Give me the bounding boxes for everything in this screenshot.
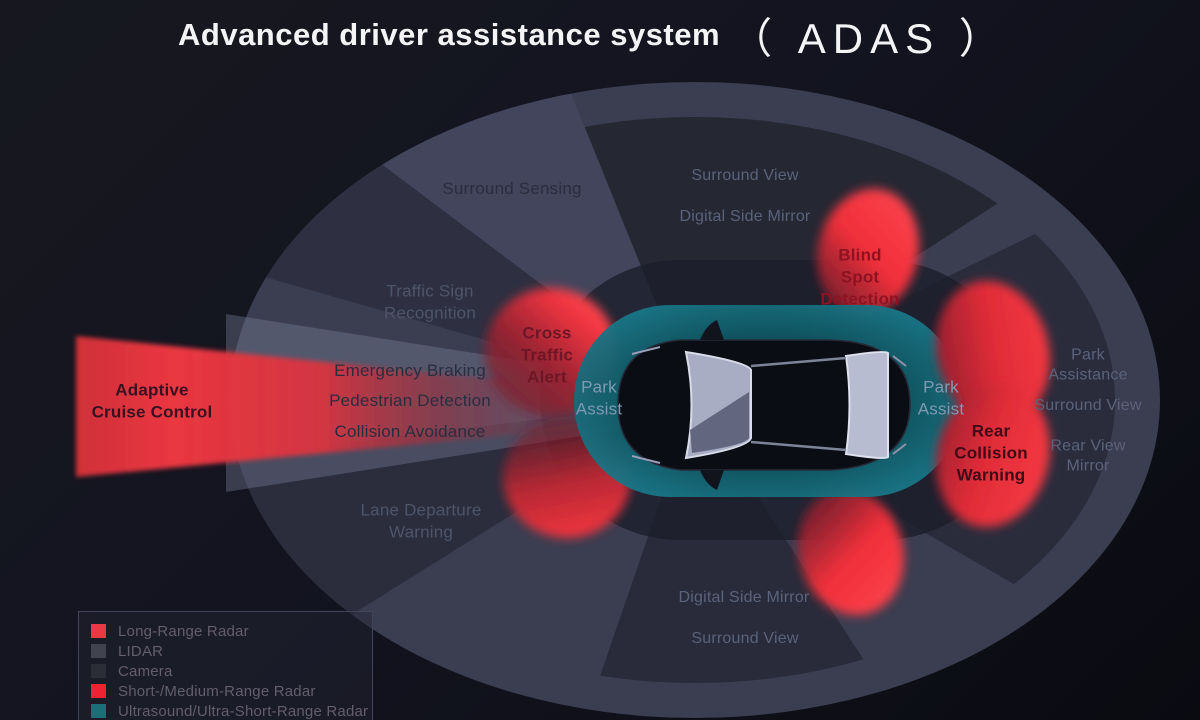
label-digital-side-mirror-top: Digital Side Mirror <box>679 207 811 225</box>
legend-label: Short-/Medium-Range Radar <box>118 682 316 700</box>
legend-item-long-range-radar: Long-Range Radar <box>91 621 372 641</box>
label-park-assist-left: Park Assist <box>575 377 623 418</box>
legend-item-camera: Camera <box>91 661 372 681</box>
label-collision-avoidance: Collision Avoidance <box>334 422 486 442</box>
car-mirror-bottom <box>700 470 724 490</box>
label-surround-view-top: Surround View <box>691 166 799 184</box>
label-adaptive-cruise-control: Adaptive Cruise Control <box>91 380 213 421</box>
long-range-radar-beam <box>76 336 620 477</box>
legend-panel: Long-Range Radar LIDAR Camera Short-/Med… <box>78 611 373 720</box>
ultrasound-swatch <box>91 704 106 718</box>
page-title: Advanced driver assistance system （ ADAS… <box>178 4 1008 65</box>
legend-label: LIDAR <box>118 642 164 660</box>
label-lane-departure-warning: Lane Departure Warning <box>360 500 482 541</box>
label-pedestrian-detection: Pedestrian Detection <box>329 391 491 411</box>
title-acronym: （ ADAS ） <box>730 15 1008 62</box>
label-emergency-braking: Emergency Braking <box>334 361 486 381</box>
label-park-assistance: Park Assistance <box>1048 346 1128 384</box>
label-rear-view-mirror: Rear View Mirror <box>1050 437 1126 475</box>
car-headlight-bottom <box>631 455 661 464</box>
label-rear-collision-warning: Rear Collision Warning <box>954 421 1028 484</box>
title-text: Advanced driver assistance system <box>178 16 721 52</box>
blind-spot-zone-bottom <box>797 488 905 616</box>
car-side-line-bottom <box>750 440 847 452</box>
car-taillight-bottom <box>892 443 907 455</box>
wedge-right-park-assistance <box>695 117 1115 683</box>
label-cross-traffic-alert: Cross Traffic Alert <box>520 323 574 386</box>
rear-collision-zone-upper <box>935 280 1051 424</box>
short-medium-range-radar-swatch <box>91 684 106 698</box>
blind-spot-zone-top <box>817 188 919 316</box>
car-headlight-top <box>631 346 661 355</box>
label-digital-side-mirror-bottom: Digital Side Mirror <box>678 588 810 606</box>
label-park-assist-right: Park Assist <box>917 377 965 418</box>
lidar-swatch <box>91 644 106 658</box>
legend-item-ultrasound: Ultrasound/Ultra-Short-Range Radar <box>91 701 372 720</box>
car-windshield-shade <box>690 392 749 453</box>
car-top-view <box>617 320 911 490</box>
legend-label: Long-Range Radar <box>118 622 249 640</box>
legend-label: Camera <box>118 662 173 680</box>
wedge-surround-sensing-light <box>230 82 695 400</box>
car-rear-window <box>844 351 889 459</box>
rear-collision-zone-lower <box>935 384 1051 528</box>
legend-label: Ultrasound/Ultra-Short-Range Radar <box>118 702 369 720</box>
label-surround-view-bottom: Surround View <box>691 629 799 647</box>
label-blind-spot-detection: Blind Spot Detection <box>820 245 900 308</box>
legend-item-lidar: LIDAR <box>91 641 372 661</box>
car-side-line-top <box>750 356 847 368</box>
label-surround-sensing: Surround Sensing <box>442 179 582 199</box>
wedge-top-surround-view <box>395 117 1115 400</box>
label-surround-view-right: Surround View <box>1034 396 1142 414</box>
car-taillight-top <box>892 355 907 367</box>
car-mirror-top <box>700 320 724 340</box>
long-range-radar-swatch <box>91 624 106 638</box>
legend-item-short-medium-range-radar: Short-/Medium-Range Radar <box>91 681 372 701</box>
label-traffic-sign-recognition: Traffic Sign Recognition <box>384 281 476 322</box>
camera-swatch <box>91 664 106 678</box>
